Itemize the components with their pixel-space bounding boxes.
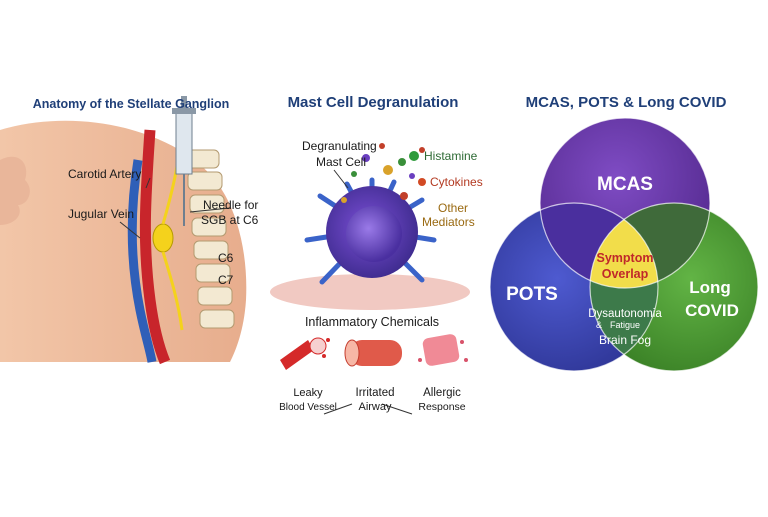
- mast-cell-label-line1: Degranulating: [302, 139, 377, 153]
- stellate-ganglion: [152, 223, 174, 253]
- histamine-dot: [409, 151, 419, 161]
- airway-label-line2: Airway: [358, 401, 392, 413]
- fatigue-label: Fatigue: [610, 320, 640, 330]
- c7-label: C7: [218, 273, 234, 287]
- leaky-label-line1: Leaky: [293, 387, 323, 399]
- venn-panel: MCAS, POTS & Long COVID: [484, 0, 768, 512]
- allergic-label-line2: Response: [418, 401, 465, 413]
- mast-cell-panel: Mast Cell Degranulation: [262, 0, 484, 512]
- anatomy-title: Anatomy of the Stellate Ganglion: [32, 97, 230, 111]
- airway-label-line1: Irritated: [356, 387, 395, 399]
- venn-title: MCAS, POTS & Long COVID: [525, 94, 727, 111]
- long-covid-label-line1: Long: [689, 278, 731, 297]
- histamine-label: Histamine: [424, 149, 478, 163]
- brain-fog-label: Brain Fog: [599, 333, 651, 347]
- cervical-spine: [184, 149, 235, 329]
- c6-label: C6: [218, 251, 234, 265]
- jugular-vein: [127, 159, 157, 363]
- pots-label: POTS: [506, 284, 558, 305]
- mcas-label: MCAS: [597, 174, 653, 195]
- inflammatory-chemicals-title: Inflammatory Chemicals: [305, 315, 439, 329]
- anatomy-panel: Anatomy of the Stellate Ganglion: [0, 0, 262, 512]
- mast-cell-label-line2: Mast Cell: [316, 155, 366, 169]
- carotid-artery: [139, 129, 171, 365]
- other-mediators-label-line2: Mediators: [422, 215, 475, 229]
- leaky-label-line2: Blood Vessel: [279, 402, 337, 413]
- symptom-overlap-line1: Symptom: [597, 251, 654, 265]
- needle-label-line2: SGB at C6: [201, 213, 259, 227]
- syringe: [172, 96, 196, 226]
- allergic-response-icon: [418, 334, 468, 366]
- symptom-overlap-region: [590, 203, 658, 288]
- neck-anatomy-illustration: Carotid Artery Jugular Vein Needle for S…: [0, 96, 259, 365]
- carotid-artery-label: Carotid Artery: [68, 167, 141, 181]
- jugular-vein-label: Jugular Vein: [68, 207, 134, 221]
- leaky-blood-vessel-icon: [280, 337, 330, 370]
- symptom-overlap-line2: Overlap: [602, 267, 649, 281]
- long-covid-label-line2: COVID: [685, 301, 739, 320]
- irritated-airway-icon: [344, 339, 402, 367]
- mast-cell-illustration: Degranulating Mast Cell Histamine Cytoki…: [270, 139, 483, 415]
- allergic-label-line1: Allergic: [423, 387, 461, 399]
- cytokines-label: Cytokines: [430, 175, 483, 189]
- venn-diagram: MCAS POTS Long COVID Symptom Overlap Dys…: [489, 117, 759, 372]
- mast-cell-title: Mast Cell Degranulation: [287, 94, 459, 111]
- dysautonomia-label: Dysautonomia: [588, 308, 662, 320]
- released-granules: [341, 143, 425, 203]
- needle-label-line1: Needle for: [203, 198, 258, 212]
- ampersand-label: &: [596, 320, 602, 330]
- cytokines-dot: [418, 178, 426, 186]
- mast-cell-nucleus: [346, 206, 402, 262]
- other-mediators-label-line1: Other: [438, 201, 468, 215]
